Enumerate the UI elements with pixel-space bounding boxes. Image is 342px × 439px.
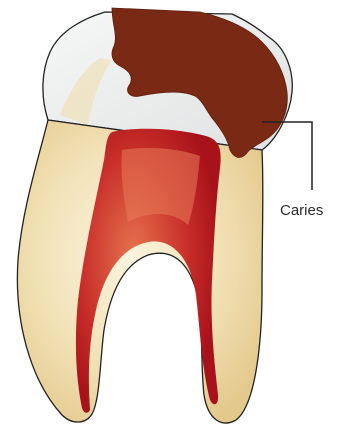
pulp-highlight [121, 148, 200, 225]
caries-label: Caries [280, 202, 323, 219]
